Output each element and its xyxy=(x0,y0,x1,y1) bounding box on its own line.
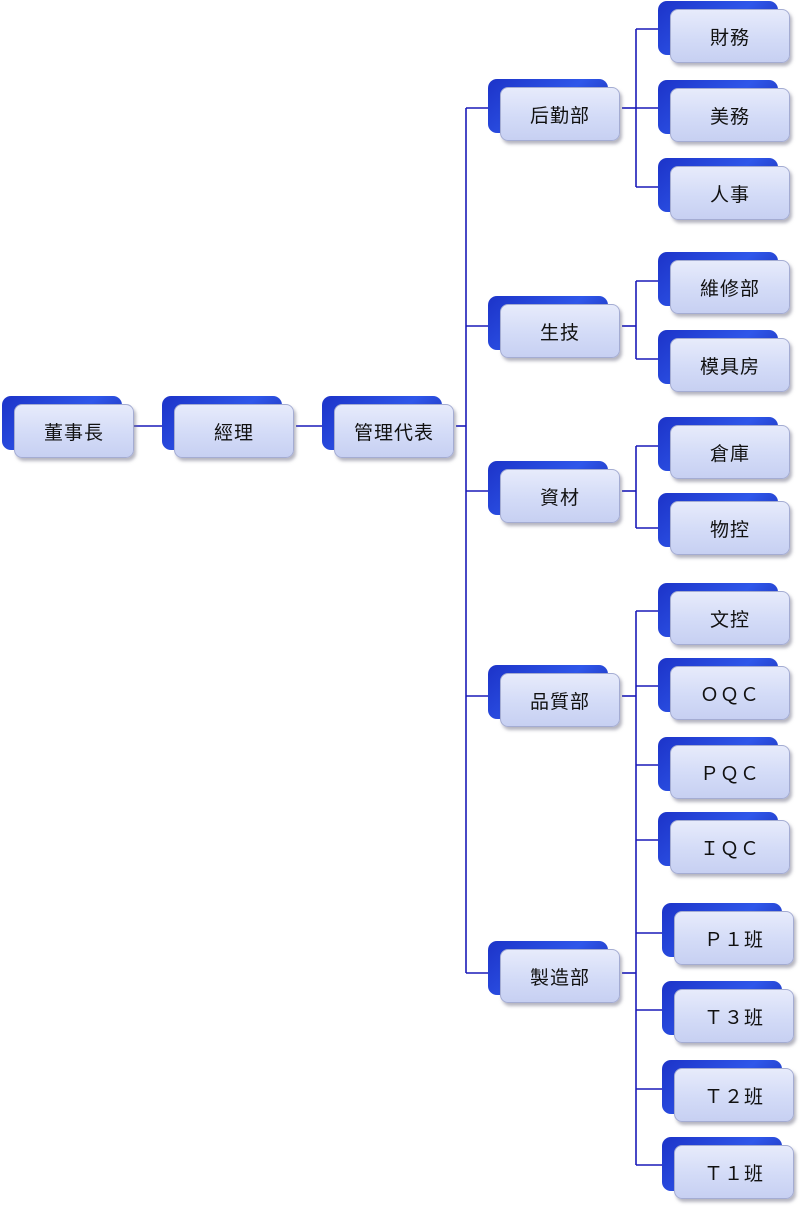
node-label: ＰＱＣ xyxy=(670,745,790,799)
node-team: ＩＱＣ xyxy=(658,812,792,876)
node-label: 品質部 xyxy=(500,673,620,727)
node-label: 人事 xyxy=(670,166,790,220)
node-team: Ｔ２班 xyxy=(662,1060,796,1124)
node-dept-manufacturing: 製造部 xyxy=(488,941,622,1005)
node-label: 生技 xyxy=(500,304,620,358)
node-team: ＯＱＣ xyxy=(658,658,792,722)
node-label: 后勤部 xyxy=(500,87,620,141)
node-label: ＩＱＣ xyxy=(670,820,790,874)
node-label: Ｔ２班 xyxy=(674,1068,794,1122)
node-team: 美務 xyxy=(658,80,792,144)
node-management-representative: 管理代表 xyxy=(322,396,456,460)
node-dept-engineering: 生技 xyxy=(488,296,622,360)
node-team: 物控 xyxy=(658,493,792,557)
node-team: Ｔ１班 xyxy=(662,1137,796,1201)
node-label: 經理 xyxy=(174,404,294,458)
node-team: Ｔ３班 xyxy=(662,981,796,1045)
node-label: 董事長 xyxy=(14,404,134,458)
node-dept-quality: 品質部 xyxy=(488,665,622,729)
node-team: Ｐ１班 xyxy=(662,903,796,967)
node-label: ＯＱＣ xyxy=(670,666,790,720)
node-label: 資材 xyxy=(500,469,620,523)
node-team: 模具房 xyxy=(658,330,792,394)
node-dept-materials: 資材 xyxy=(488,461,622,525)
node-label: 美務 xyxy=(670,88,790,142)
node-team: 人事 xyxy=(658,158,792,222)
node-team: 財務 xyxy=(658,1,792,65)
node-label: Ｐ１班 xyxy=(674,911,794,965)
node-team: 維修部 xyxy=(658,252,792,316)
node-team: 文控 xyxy=(658,583,792,647)
node-label: 管理代表 xyxy=(334,404,454,458)
node-team: 倉庫 xyxy=(658,417,792,481)
node-team: ＰＱＣ xyxy=(658,737,792,801)
node-label: 物控 xyxy=(670,501,790,555)
node-label: 財務 xyxy=(670,9,790,63)
node-dept-logistics: 后勤部 xyxy=(488,79,622,143)
node-label: 製造部 xyxy=(500,949,620,1003)
node-label: 維修部 xyxy=(670,260,790,314)
node-label: Ｔ３班 xyxy=(674,989,794,1043)
node-label: 模具房 xyxy=(670,338,790,392)
node-chairman: 董事長 xyxy=(2,396,136,460)
node-label: Ｔ１班 xyxy=(674,1145,794,1199)
node-manager: 經理 xyxy=(162,396,296,460)
node-label: 文控 xyxy=(670,591,790,645)
node-label: 倉庫 xyxy=(670,425,790,479)
